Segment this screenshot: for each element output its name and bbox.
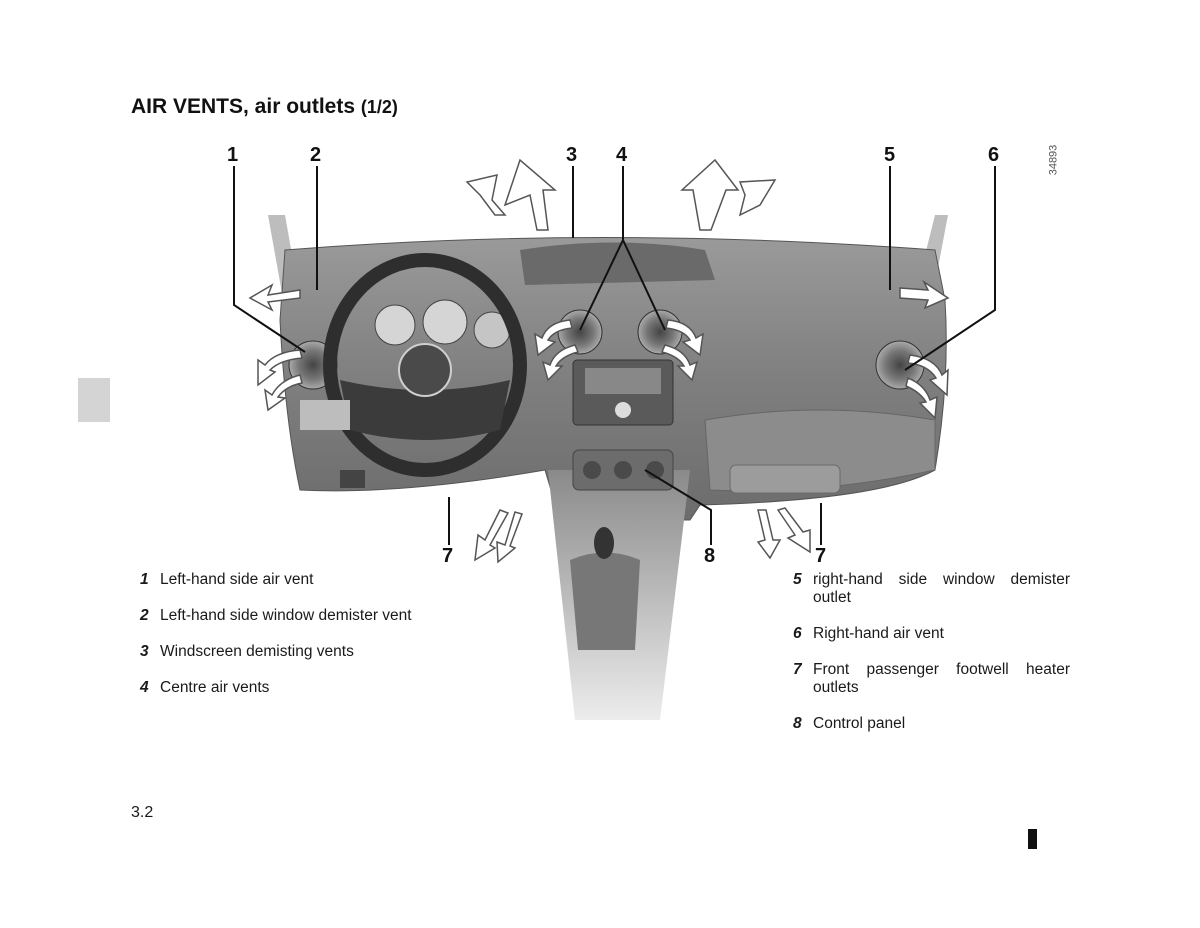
page-title: AIR VENTS, air outlets (1/2) bbox=[131, 95, 398, 119]
legend-right: 5 right-hand side window demister outlet… bbox=[793, 571, 1070, 751]
arrow-centre-left-1 bbox=[534, 319, 573, 357]
legend-number: 6 bbox=[793, 625, 802, 642]
callout-7-right: 7 bbox=[815, 545, 827, 567]
legend-text: Left-hand side window demister vent bbox=[160, 607, 412, 624]
end-of-section-mark bbox=[1028, 829, 1037, 849]
glovebox-handle bbox=[729, 464, 841, 494]
arrow-windscreen-4 bbox=[738, 179, 777, 217]
legend-item: 2 Left-hand side window demister vent bbox=[140, 607, 420, 625]
legend-text: Control panel bbox=[813, 715, 906, 732]
arrow-footwell-right-2 bbox=[776, 507, 811, 554]
callout-8: 8 bbox=[704, 545, 716, 567]
leader-lines bbox=[233, 166, 996, 545]
radio-display bbox=[585, 368, 661, 394]
legend-left: 1 Left-hand side air vent 2 Left-hand si… bbox=[140, 571, 420, 715]
gear-knob bbox=[594, 527, 614, 559]
arrow-windscreen-3 bbox=[680, 158, 740, 231]
legend-number: 7 bbox=[793, 661, 802, 678]
section-tab bbox=[78, 378, 110, 422]
callout-1: 1 bbox=[227, 144, 239, 166]
airflow-arrows bbox=[248, 158, 950, 564]
callout-7-left: 7 bbox=[442, 545, 454, 567]
legend-item: 7 Front passenger footwell heater outlet… bbox=[793, 661, 1070, 697]
legend-text: Centre air vents bbox=[160, 679, 270, 696]
callout-3: 3 bbox=[566, 144, 578, 166]
arrow-footwell-left-2 bbox=[496, 511, 523, 564]
legend-item: 6 Right-hand air vent bbox=[793, 625, 1070, 643]
legend-text: Left-hand side air vent bbox=[160, 571, 314, 588]
legend-item: 5 right-hand side window demister outlet bbox=[793, 571, 1070, 607]
legend-number: 1 bbox=[140, 571, 149, 588]
top-display-hood bbox=[520, 242, 715, 285]
arrow-demister-right bbox=[899, 279, 950, 310]
radio-knob bbox=[615, 402, 631, 418]
arrow-footwell-right-1 bbox=[756, 509, 782, 560]
arrow-windscreen-1 bbox=[503, 158, 558, 231]
title-suffix: (1/2) bbox=[360, 97, 398, 117]
callout-6: 6 bbox=[988, 144, 1000, 166]
legend-item: 4 Centre air vents bbox=[140, 679, 420, 697]
arrow-right-vent-1 bbox=[907, 354, 949, 397]
arrow-windscreen-2 bbox=[465, 174, 507, 216]
centre-vent-right bbox=[637, 309, 683, 355]
legend-text: right-hand side window demister outlet bbox=[813, 571, 1070, 606]
legend-number: 4 bbox=[140, 679, 149, 696]
title-main: AIR VENTS, air outlets bbox=[131, 95, 356, 118]
arrow-centre-left-2 bbox=[541, 344, 580, 382]
arrow-footwell-left-1 bbox=[474, 509, 510, 562]
legend-number: 5 bbox=[793, 571, 802, 588]
page-number: 3.2 bbox=[131, 804, 154, 821]
gear-lever-boot bbox=[570, 552, 640, 650]
arrow-demister-left bbox=[248, 283, 301, 312]
arrow-left-vent-1 bbox=[257, 349, 303, 387]
legend-item: 8 Control panel bbox=[793, 715, 1070, 733]
legend-text: Windscreen demisting vents bbox=[160, 643, 354, 660]
callout-2: 2 bbox=[310, 144, 322, 166]
arrow-right-vent-2 bbox=[905, 376, 938, 420]
legend-text: Front passenger footwell heater outlets bbox=[813, 661, 1070, 696]
legend-number: 3 bbox=[140, 643, 149, 660]
arrow-left-vent-2 bbox=[263, 374, 303, 412]
legend-number: 2 bbox=[140, 607, 149, 624]
legend-number: 8 bbox=[793, 715, 802, 732]
arrow-centre-right-1 bbox=[665, 319, 704, 357]
arrow-centre-right-2 bbox=[660, 344, 699, 382]
legend-item: 1 Left-hand side air vent bbox=[140, 571, 420, 589]
callout-5: 5 bbox=[884, 144, 896, 166]
steering-wheel bbox=[323, 253, 527, 477]
callout-4: 4 bbox=[616, 144, 628, 166]
legend-text: Right-hand air vent bbox=[813, 625, 944, 642]
centre-vent-left bbox=[557, 309, 603, 355]
legend-item: 3 Windscreen demisting vents bbox=[140, 643, 420, 661]
